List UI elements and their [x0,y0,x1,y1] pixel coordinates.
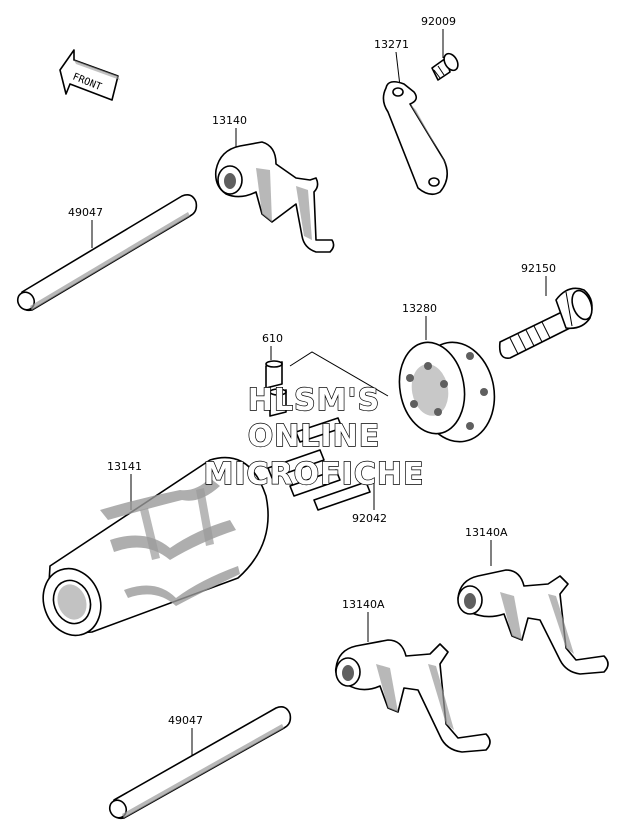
part-13140A-left-shift-fork [334,639,491,753]
label-610: 610 [262,332,283,345]
label-49047-bottom: 49047 [168,714,203,727]
part-49047-bottom-shaft [108,706,292,820]
label-13140A-left: 13140A [342,598,385,611]
watermark-line-3: MICROFICHE [204,457,425,492]
part-92042-pins [267,417,371,511]
part-13280-drum-cam [398,341,496,443]
part-610-pins [265,351,389,417]
front-arrow-icon: FRONT [59,49,120,101]
watermark-line-1: HLSM'S [248,383,380,418]
label-49047-top: 49047 [68,206,103,219]
watermark-line-2: ONLINE [248,419,381,454]
part-92150-bolt [498,287,593,359]
part-13140A-right-shift-fork [457,569,609,675]
label-13271: 13271 [374,38,409,51]
part-92009-screw [431,52,459,81]
label-92150: 92150 [521,262,556,275]
part-13141-shift-drum [42,456,269,637]
label-13140: 13140 [212,114,247,127]
label-92009: 92009 [421,15,456,28]
label-13140A-right: 13140A [465,526,508,539]
part-13271-plate [382,80,448,196]
label-92042: 92042 [352,512,387,525]
part-49047-top-shaft [16,194,198,312]
label-13141: 13141 [107,460,142,473]
bolt-thread [509,321,551,355]
part-13140-shift-fork [214,141,335,253]
watermark: HLSM'S ONLINE MICROFICHE [203,382,425,492]
label-13280: 13280 [402,302,437,315]
